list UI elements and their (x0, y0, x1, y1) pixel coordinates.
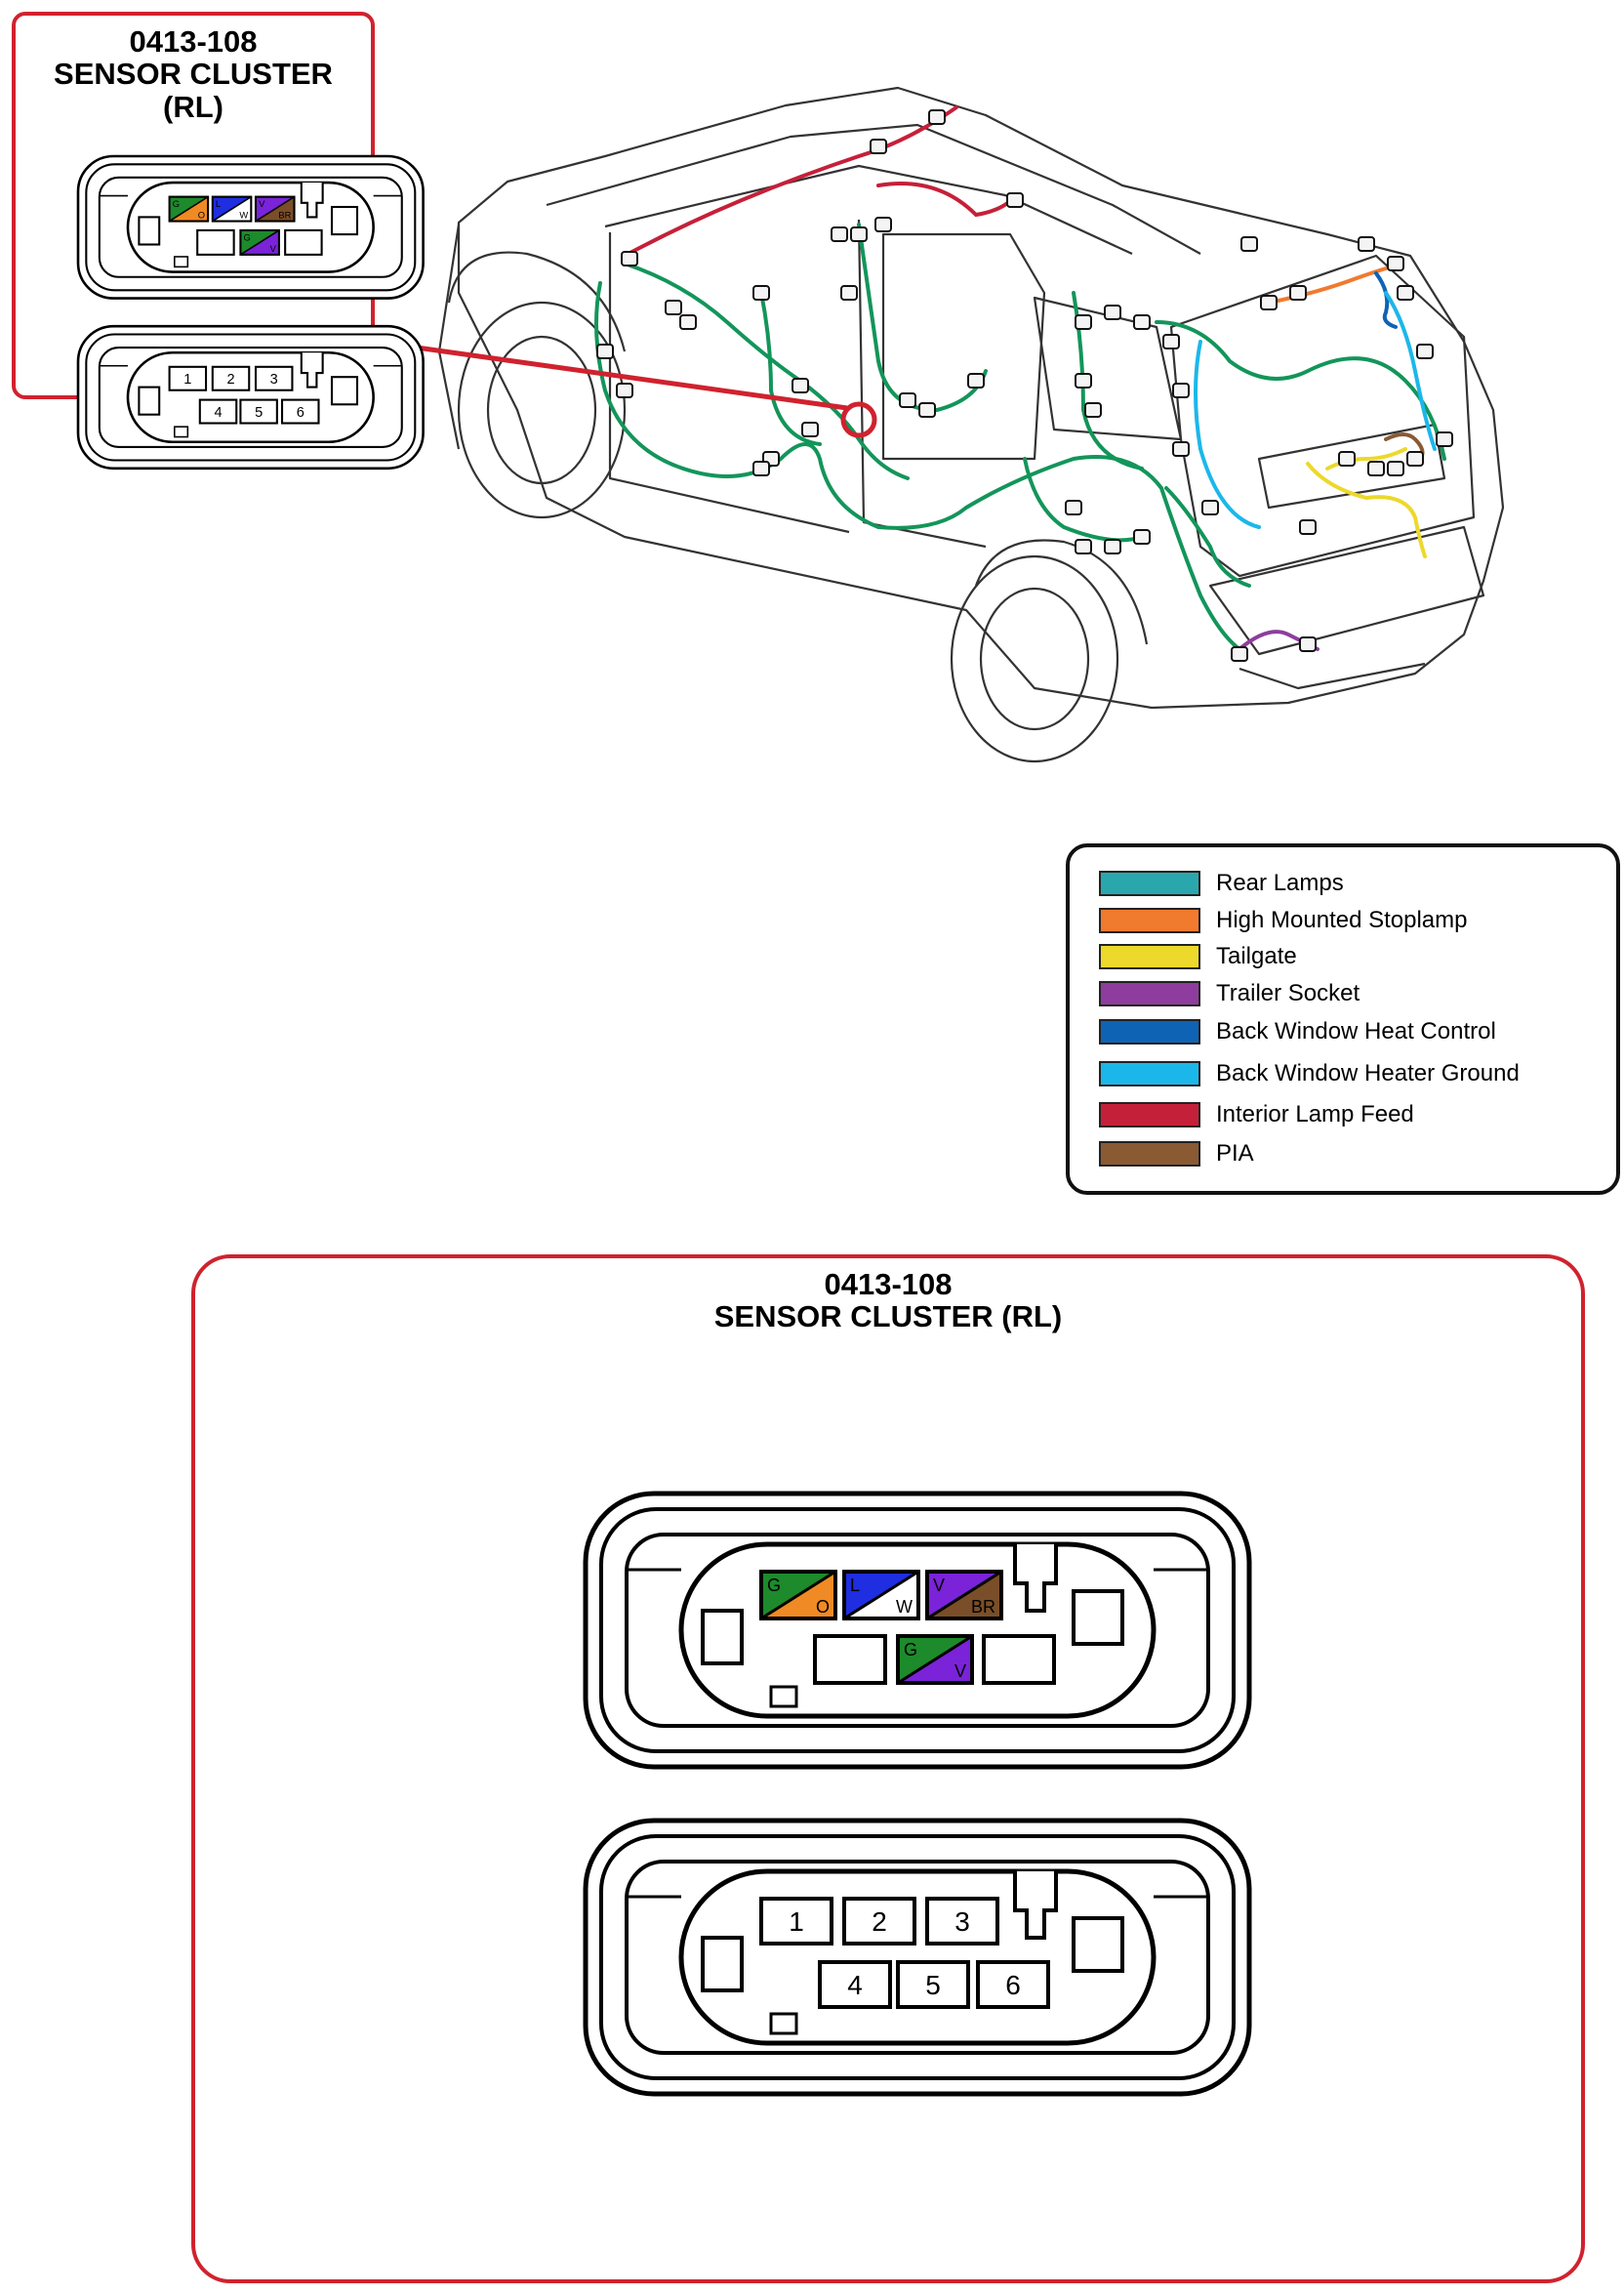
legend-label: Back Window Heater Ground (1216, 1060, 1520, 1086)
legend-swatch (1099, 981, 1200, 1006)
harness-connector-block (1104, 539, 1121, 554)
harness-connector-block (616, 383, 633, 398)
pin-number: 5 (255, 405, 263, 421)
legend-swatch (1099, 871, 1200, 896)
vehicle-outline (437, 86, 1505, 763)
legend-item: Back Window Heat Control (1099, 1017, 1496, 1046)
harness-connector-block (1172, 383, 1190, 398)
connector-name: SENSOR CLUSTER (54, 57, 333, 92)
harness-connector-block (752, 461, 770, 476)
legend-item: Interior Lamp Feed (1099, 1100, 1414, 1129)
harness-connector-block (665, 300, 682, 315)
harness-connector-block (1387, 256, 1404, 271)
pin-number: 4 (214, 405, 222, 421)
harness-connector-block (870, 139, 887, 154)
legend-swatch (1099, 1019, 1200, 1045)
connector-title-small: 0413-108 SENSOR CLUSTER (RL) (16, 24, 371, 124)
legend-label: Rear Lamps (1216, 870, 1344, 896)
harness-connector-block (762, 451, 780, 467)
legend-label: Trailer Socket (1216, 980, 1360, 1006)
harness-connector-block (596, 344, 614, 359)
harness-connector-block (1367, 461, 1385, 476)
harness-connector-block (1436, 431, 1453, 447)
harness-connector-block (679, 314, 697, 330)
harness-connector-block (1172, 441, 1190, 457)
harness-connector-block (1065, 500, 1082, 515)
harness-connector-block (1162, 334, 1180, 349)
legend-swatch (1099, 1061, 1200, 1086)
harness-connector-block (792, 378, 809, 393)
connector-small-tab (174, 426, 189, 438)
harness-connector-block (1104, 305, 1121, 320)
pin-number: 6 (297, 405, 304, 421)
harness-connector-block (1299, 636, 1317, 652)
harness-connector-block (1260, 295, 1278, 310)
harness-connector-block (928, 109, 946, 125)
harness-routes (594, 105, 1446, 651)
legend-label: PIA (1216, 1140, 1254, 1167)
legend-label: High Mounted Stoplamp (1216, 907, 1468, 933)
harness-connector-block (840, 285, 858, 301)
legend-item: Tailgate (1099, 942, 1297, 971)
harness-connectors (596, 109, 1453, 662)
connector-location: (RL) (163, 89, 223, 124)
legend-swatch (1099, 1102, 1200, 1127)
connector-pin (280, 398, 320, 425)
legend-item: PIA (1099, 1139, 1254, 1168)
harness-connector-block (1075, 314, 1092, 330)
legend-label: Interior Lamp Feed (1216, 1101, 1414, 1127)
connector-part-number-large: 0413-108 (824, 1267, 953, 1301)
harness-connector-block (967, 373, 985, 389)
harness-connector-block (621, 251, 638, 266)
legend-swatch (1099, 908, 1200, 933)
harness-connector-block (1075, 373, 1092, 389)
harness-connector-block (850, 226, 868, 242)
legend-swatch (1099, 944, 1200, 969)
harness-connector-block (1006, 192, 1024, 208)
legend-item: Rear Lamps (1099, 869, 1344, 898)
harness-connector-block (801, 422, 819, 437)
harness-connector-block (1387, 461, 1404, 476)
harness-connector-block (1299, 519, 1317, 535)
harness-connector-block (1075, 539, 1092, 554)
harness-connector-block (1231, 646, 1248, 662)
harness-connector-block (1084, 402, 1102, 418)
connector-detail-large: 0413-108 SENSOR CLUSTER (RL) (191, 1254, 1585, 2283)
legend-item: Back Window Heater Ground (1099, 1059, 1520, 1088)
harness-connector-block (1289, 285, 1307, 301)
harness-connector-block (752, 285, 770, 301)
harness-connector-block (1240, 236, 1258, 252)
legend-swatch (1099, 1141, 1200, 1167)
connector-highlight-circle (840, 401, 877, 438)
legend-label: Tailgate (1216, 943, 1297, 969)
harness-connector-block (1338, 451, 1356, 467)
harness-connector-block (1358, 236, 1375, 252)
connector-pin (239, 398, 278, 425)
harness-connector-block (1416, 344, 1434, 359)
harness-connector-block (918, 402, 936, 418)
harness-connector-block (1133, 314, 1151, 330)
connector-name-large: SENSOR CLUSTER (RL) (713, 1299, 1063, 1334)
harness-connector-block (1133, 529, 1151, 545)
legend-item: High Mounted Stoplamp (1099, 906, 1467, 935)
harness-connector-block (831, 226, 848, 242)
harness-connector-block (899, 392, 916, 408)
harness-connector-block (874, 217, 892, 232)
harness-connector-block (1406, 451, 1424, 467)
callout-leader-line (374, 339, 848, 411)
harness-connector-block (1201, 500, 1219, 515)
harness-connector-block (1397, 285, 1414, 301)
connector-pin (198, 398, 238, 425)
connector-title-large: 0413-108 SENSOR CLUSTER (RL) (195, 1268, 1581, 1333)
legend-label: Back Window Heat Control (1216, 1018, 1496, 1045)
connector-part-number: 0413-108 (129, 24, 258, 59)
connector-detail-small: 0413-108 SENSOR CLUSTER (RL) (12, 12, 375, 399)
legend-item: Trailer Socket (1099, 979, 1360, 1008)
